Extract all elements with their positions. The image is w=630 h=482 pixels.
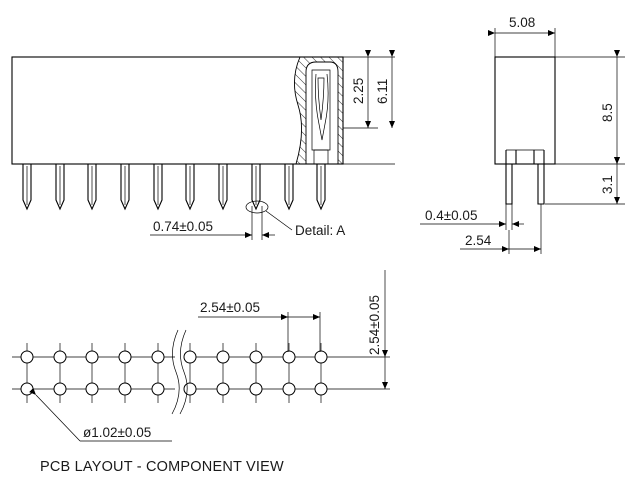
pcb-hole bbox=[118, 350, 132, 364]
break-line-left bbox=[171, 329, 180, 415]
dim-label-pcb-pitch-y: 2.54±0.05 bbox=[367, 295, 382, 355]
pcb-holes bbox=[20, 343, 328, 403]
dim-label-2-25: 2.25 bbox=[351, 78, 366, 104]
side-body-outline bbox=[494, 56, 556, 165]
pcb-hole bbox=[85, 350, 99, 364]
dim-label-6-11: 6.11 bbox=[375, 79, 390, 104]
front-view: 2.25 6.11 0.74±0.05 Detail: A bbox=[11, 50, 395, 240]
pcb-hole bbox=[282, 382, 296, 396]
pcb-hole bbox=[249, 350, 263, 364]
pcb-hole bbox=[183, 350, 197, 364]
pcb-hole bbox=[151, 382, 165, 396]
side-view: 5.08 8.5 3.1 0.4±0.05 2.54 bbox=[420, 15, 625, 254]
front-body-outline bbox=[11, 56, 344, 165]
dim-label-3-1: 3.1 bbox=[600, 175, 615, 194]
pcb-hole bbox=[183, 382, 197, 396]
pcb-hole bbox=[314, 350, 328, 364]
front-pin bbox=[185, 164, 195, 211]
pcb-layout: 2.54±0.05 2.54±0.05 ø1.02±0.05 PCB LAYOU… bbox=[12, 270, 390, 475]
pcb-hole bbox=[20, 350, 34, 364]
dim-label-5-08: 5.08 bbox=[509, 15, 535, 30]
pcb-hole bbox=[20, 382, 34, 396]
dim-label-hole-dia: ø1.02±0.05 bbox=[83, 425, 151, 440]
pcb-hole bbox=[314, 382, 328, 396]
front-pin bbox=[153, 164, 163, 211]
pcb-hole bbox=[282, 350, 296, 364]
detail-a-circle bbox=[245, 200, 269, 214]
front-pin bbox=[55, 164, 65, 211]
pcb-hole bbox=[53, 382, 67, 396]
dim-label-side-2-54: 2.54 bbox=[465, 233, 492, 248]
break-line-right bbox=[179, 329, 188, 415]
pcb-hole bbox=[85, 382, 99, 396]
pcb-hole bbox=[249, 382, 263, 396]
front-cutaway-hatch bbox=[294, 56, 344, 165]
front-pin bbox=[251, 164, 261, 211]
front-pin bbox=[316, 164, 326, 211]
hole-leader-line bbox=[28, 387, 81, 442]
front-pin bbox=[22, 164, 32, 211]
detail-a-label: Detail: A bbox=[295, 223, 345, 238]
dim-label-8-5: 8.5 bbox=[600, 103, 615, 122]
front-pin bbox=[284, 164, 294, 211]
pcb-hole bbox=[53, 350, 67, 364]
dim-label-pcb-pitch-x: 2.54±0.05 bbox=[200, 300, 260, 315]
front-contact-spring bbox=[311, 69, 331, 165]
front-pin bbox=[218, 164, 228, 211]
side-pins bbox=[505, 149, 545, 205]
front-pin bbox=[120, 164, 130, 211]
pcb-hole bbox=[151, 350, 165, 364]
front-pins bbox=[22, 164, 326, 211]
front-pin bbox=[87, 164, 97, 211]
pcb-hole bbox=[118, 382, 132, 396]
dim-label-0-74: 0.74±0.05 bbox=[153, 219, 213, 234]
pcb-hole bbox=[216, 350, 230, 364]
dim-label-0-4: 0.4±0.05 bbox=[425, 208, 477, 223]
pcb-hole bbox=[216, 382, 230, 396]
pcb-caption: PCB LAYOUT - COMPONENT VIEW bbox=[40, 459, 284, 475]
